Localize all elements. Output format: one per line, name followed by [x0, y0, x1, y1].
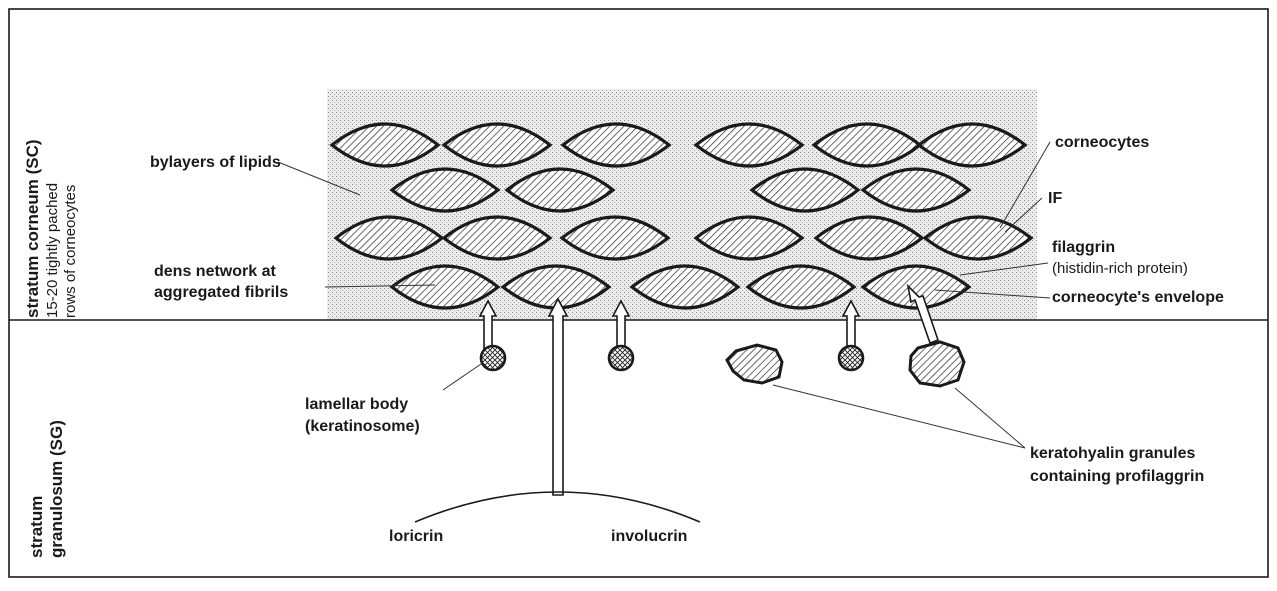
lamellar-body-label-1: lamellar body	[305, 396, 408, 413]
lamellar-body-2	[609, 346, 633, 370]
keratohyalin-granule-1	[727, 345, 782, 383]
granular-cell-membrane	[415, 492, 700, 522]
keratohyalin-label-1: keratohyalin granules	[1030, 445, 1195, 462]
filaggrin-label: filaggrin	[1052, 239, 1115, 256]
sg-zone-title-2: granulosum (SG)	[47, 420, 66, 558]
corneocytes-label: corneocytes	[1055, 134, 1149, 151]
involucrin-label: involucrin	[611, 528, 687, 545]
dens-network-label-1: dens network at	[154, 263, 276, 280]
keratohyalin-granule-2	[910, 342, 964, 386]
envelope-protein-arrow	[549, 299, 567, 495]
sc-zone-subtitle-2: rows of corneocytes	[62, 185, 79, 318]
envelope-label: corneocyte's envelope	[1052, 289, 1224, 306]
sc-zone-title: stratum corneum (SC)	[23, 139, 42, 318]
keratohyalin-label-2: containing profilaggrin	[1030, 468, 1204, 485]
lamellar-body-1	[481, 346, 505, 370]
lipids-label: bylayers of lipids	[150, 154, 281, 171]
filaggrin-note: (histidin-rich protein)	[1052, 260, 1188, 277]
sc-zone-subtitle-1: 15-20 tightly pached	[44, 183, 61, 318]
leader-kerato-1	[773, 385, 1025, 448]
dens-network-label-2: aggregated fibrils	[154, 284, 288, 301]
lamellar-body-label-2: (keratinosome)	[305, 418, 420, 435]
lamellar-body-3	[839, 346, 863, 370]
sg-zone-title-1: stratum	[27, 496, 46, 558]
if-label: IF	[1048, 190, 1062, 207]
leader-lamellar	[443, 364, 481, 390]
loricrin-label: loricrin	[389, 528, 443, 545]
